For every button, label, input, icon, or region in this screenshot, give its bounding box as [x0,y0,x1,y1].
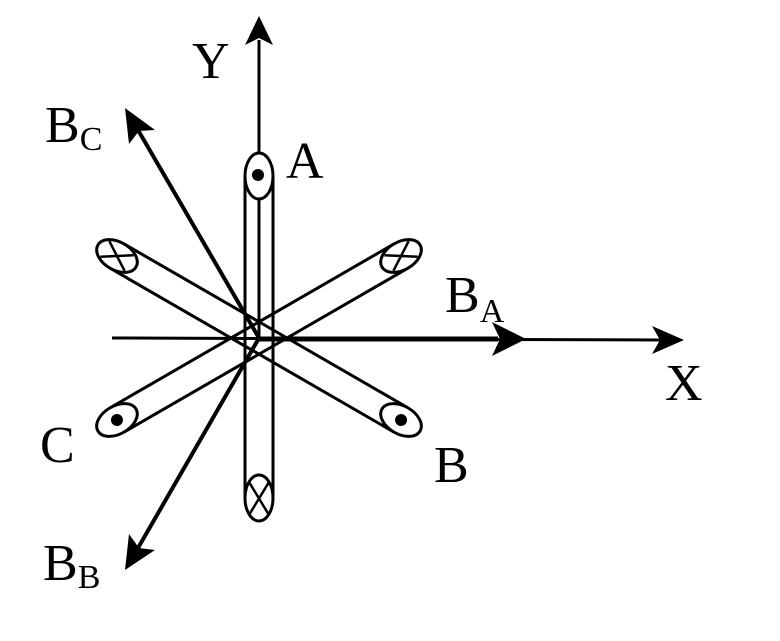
coil-b-label: B [434,437,469,494]
current-in-cross [100,240,134,272]
current-out-dot [110,414,123,426]
coil-c-label: C [40,417,75,474]
coil-a-label: A [286,133,324,190]
vector-ba-label: BA [445,267,505,330]
vector-bc-label: BC [45,97,102,158]
y-axis-label: Y [192,33,230,90]
vector-bb-label: BB [43,535,100,596]
coil-b [95,238,423,438]
current-out-dot [252,169,264,181]
current-in-cross [384,240,418,272]
vector-bc [125,108,261,340]
vector-ba [259,322,526,356]
vector-bb [125,337,261,570]
current-out-dot [395,414,408,426]
coil-c [95,238,423,438]
x-axis-label: X [665,355,703,412]
current-in-cross [247,481,271,516]
